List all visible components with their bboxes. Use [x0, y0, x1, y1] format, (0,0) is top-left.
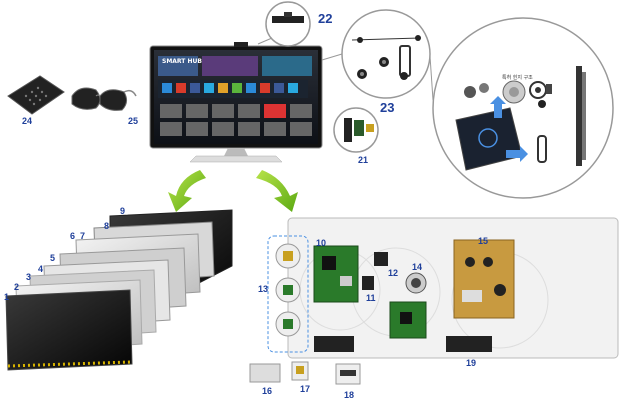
small-module — [291, 361, 309, 381]
layer-4-label: 4 — [38, 264, 44, 274]
speaker-label: 11 — [366, 293, 376, 303]
power-board — [453, 239, 515, 319]
wifi-module — [374, 252, 388, 266]
layer-3-label: 3 — [26, 272, 32, 282]
tcon-board — [389, 301, 427, 339]
detail-zoom-circle — [429, 17, 614, 199]
sensor-board-zoom — [333, 107, 379, 153]
layer-8-label: 8 — [104, 221, 110, 231]
speaker-module — [362, 276, 374, 290]
sensor-label: 23 — [380, 100, 395, 115]
layer-7-label: 7 — [80, 231, 86, 241]
tv-back-chassis — [287, 217, 619, 359]
layer-5-label: 5 — [50, 253, 56, 263]
green-arrow-left — [168, 170, 206, 212]
sensor-board-label: 21 — [358, 155, 369, 165]
layer-9-label: 9 — [120, 206, 126, 216]
3d-glasses — [71, 87, 137, 111]
side-modules-label: 13 — [258, 284, 269, 294]
glasses-label: 25 — [128, 116, 139, 126]
layer-1-label: 1 — [4, 292, 10, 302]
smart-hub-title: SMART HUB — [162, 58, 202, 65]
speaker-bars — [314, 336, 492, 352]
connector-label: 18 — [344, 390, 355, 400]
camera-label: 22 — [318, 11, 333, 26]
ir-board-label: 16 — [262, 386, 273, 396]
hinge-zoom-circle — [321, 9, 431, 99]
remote-control — [7, 75, 65, 115]
connector — [335, 363, 361, 385]
small-module-label: 17 — [300, 384, 311, 394]
camera-zoom-circle — [257, 1, 311, 47]
tcon-chip — [405, 272, 427, 294]
main-board-label: 10 — [316, 238, 327, 248]
main-board — [313, 245, 359, 303]
smart-tv — [149, 42, 323, 163]
layer-6-label: 6 — [70, 231, 76, 241]
ir-board — [249, 363, 281, 383]
wifi-module-label: 12 — [388, 268, 399, 278]
speaker-bar-label: 19 — [466, 358, 477, 368]
green-arrow-right — [256, 170, 298, 212]
side-modules-group — [267, 235, 309, 353]
remote-label: 24 — [22, 116, 33, 126]
tcon-chip-label: 14 — [412, 262, 423, 272]
layer-2-label: 2 — [14, 282, 20, 292]
exploded-panel — [5, 209, 233, 371]
zoom-caption: 특허 힌지 구조 — [502, 75, 533, 81]
power-board-label: 15 — [478, 236, 489, 246]
